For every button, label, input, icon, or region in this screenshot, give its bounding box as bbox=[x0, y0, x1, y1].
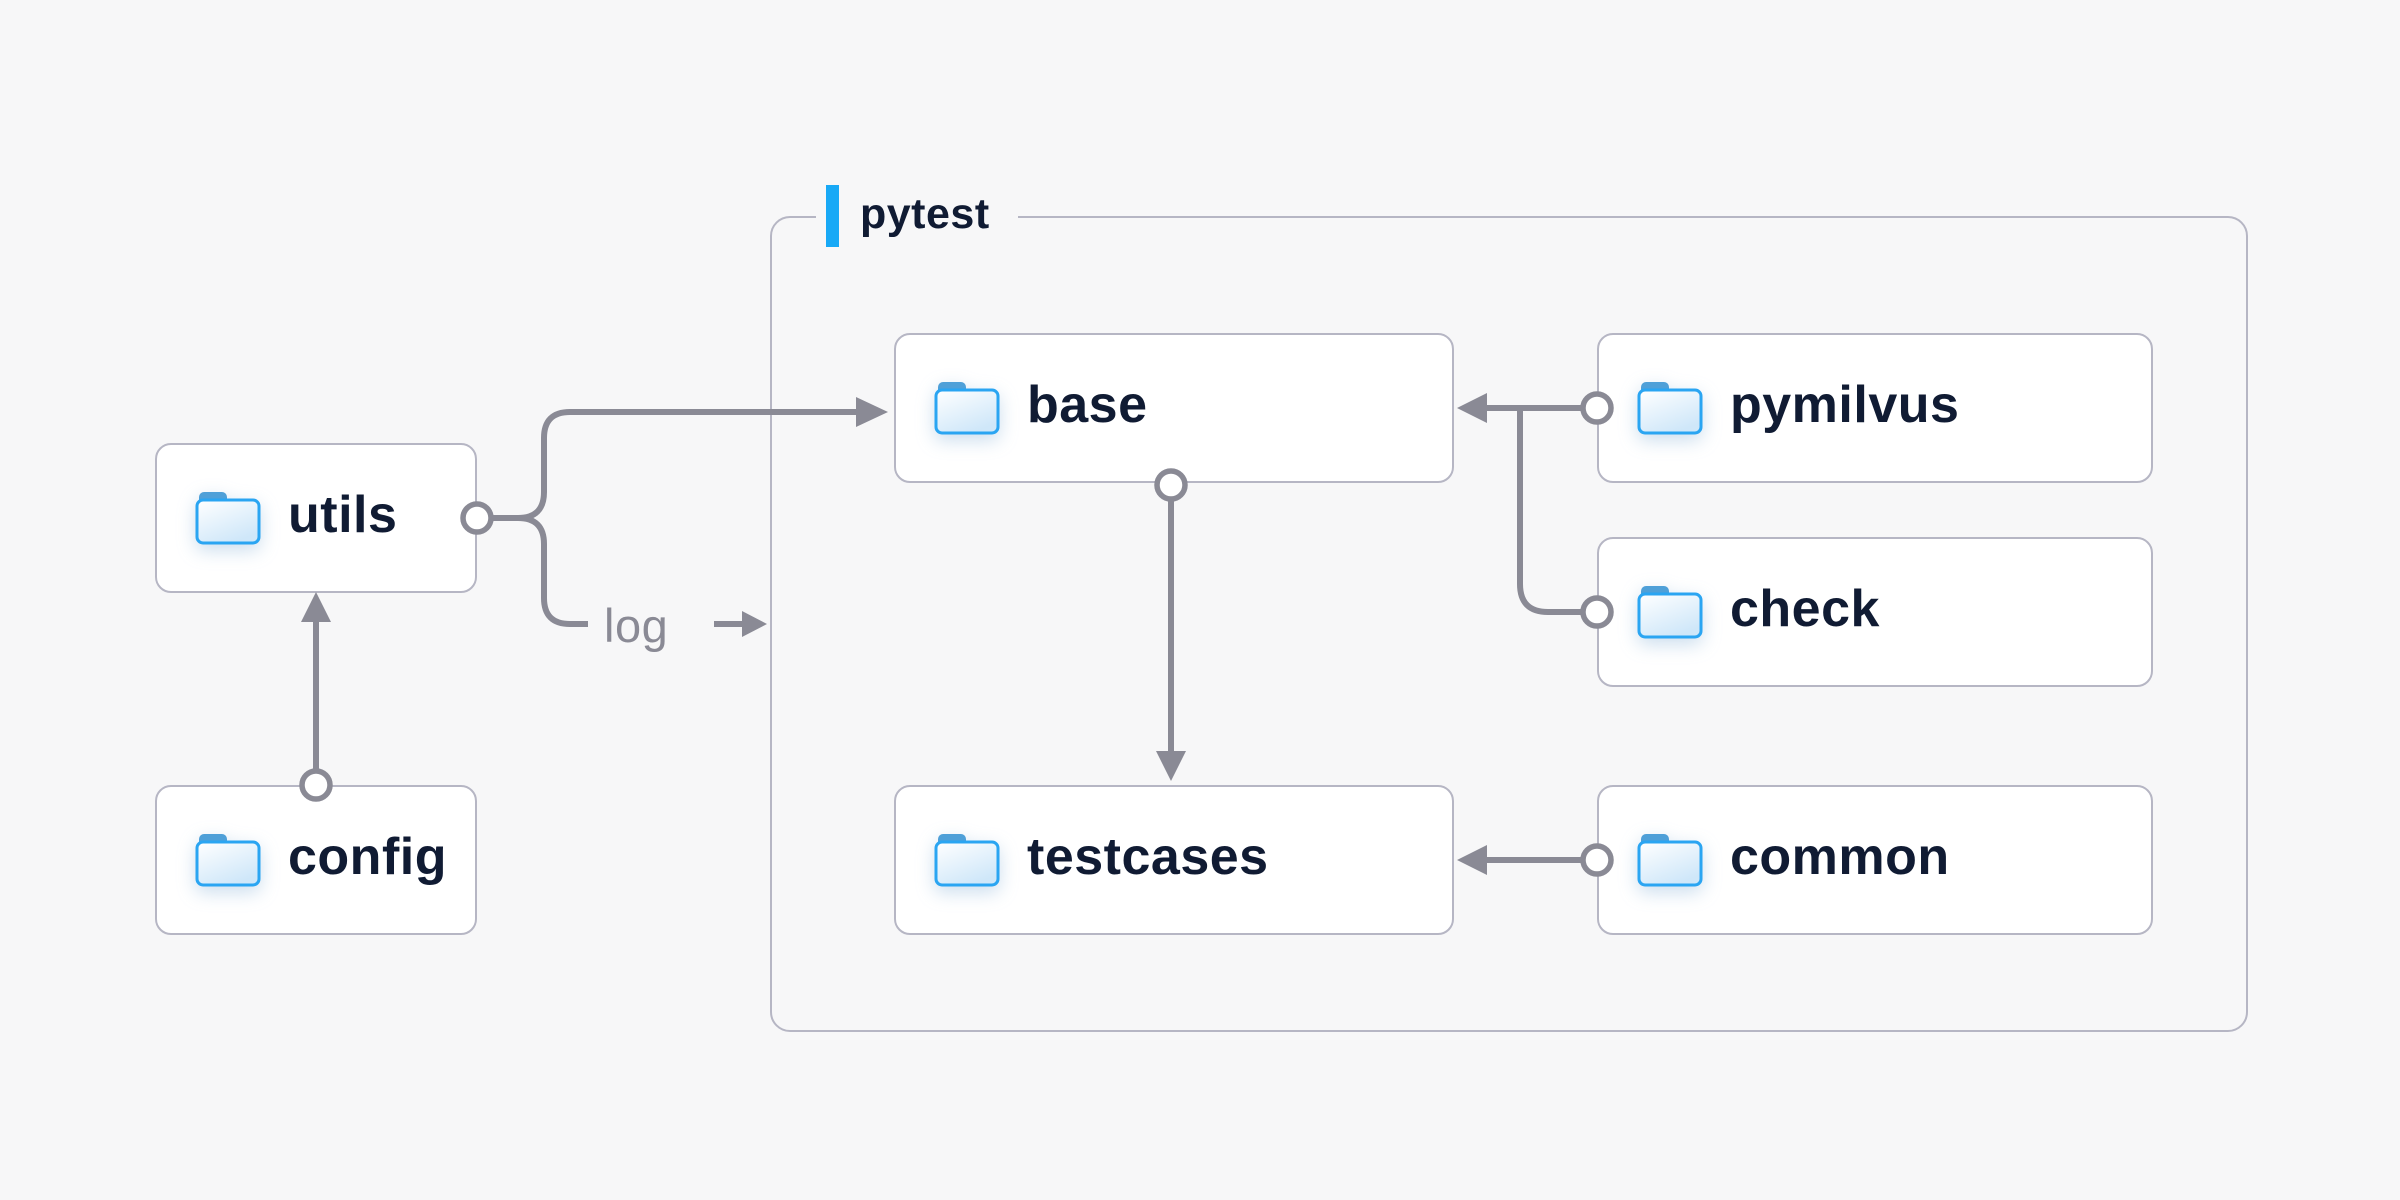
folder-icon bbox=[934, 382, 1000, 435]
accent-bar bbox=[826, 185, 839, 247]
arrowhead bbox=[301, 592, 331, 622]
pytest-group-box bbox=[770, 216, 2248, 1032]
folder-icon bbox=[934, 834, 1000, 887]
folder-icon bbox=[195, 492, 261, 545]
folder-icon bbox=[1637, 586, 1703, 639]
node-utils: utils bbox=[155, 443, 477, 593]
node-label: pymilvus bbox=[1730, 376, 1960, 434]
edge-config-utils bbox=[299, 592, 333, 802]
arrowhead bbox=[742, 611, 767, 637]
node-check: check bbox=[1597, 537, 2153, 687]
node-base: base bbox=[894, 333, 1454, 483]
node-label: common bbox=[1730, 828, 1950, 886]
pytest-group-title: pytest bbox=[860, 189, 990, 238]
node-label: testcases bbox=[1027, 828, 1269, 886]
node-label: config bbox=[288, 828, 447, 886]
folder-icon bbox=[1637, 382, 1703, 435]
node-common: common bbox=[1597, 785, 2153, 935]
node-label: check bbox=[1730, 580, 1880, 638]
node-label: utils bbox=[288, 486, 398, 544]
pytest-group-label: pytest bbox=[816, 181, 1018, 251]
edge-label-log: log bbox=[604, 599, 669, 652]
folder-icon bbox=[1637, 834, 1703, 887]
node-label: base bbox=[1027, 376, 1148, 434]
folder-icon bbox=[195, 834, 261, 887]
node-config: config bbox=[155, 785, 477, 935]
node-pymilvus: pymilvus bbox=[1597, 333, 2153, 483]
node-testcases: testcases bbox=[894, 785, 1454, 935]
